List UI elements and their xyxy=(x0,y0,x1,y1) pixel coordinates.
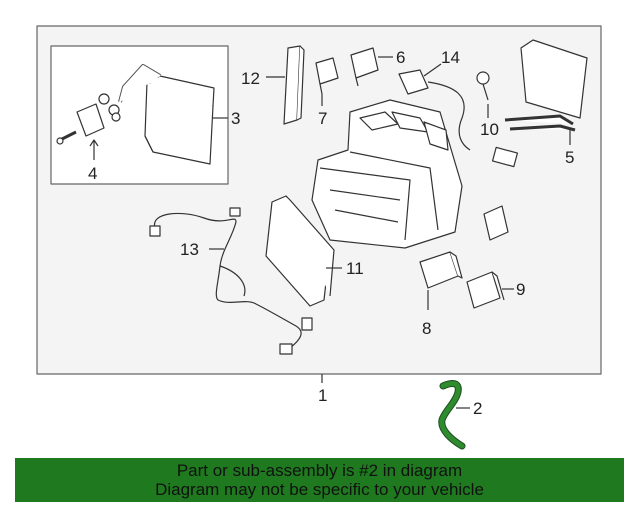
leader-14 xyxy=(423,63,442,77)
expansion-valve xyxy=(56,103,105,145)
callout-3: 3 xyxy=(231,109,240,128)
callout-6: 6 xyxy=(396,48,405,67)
callout-2: 2 xyxy=(473,399,482,418)
evaporator-core xyxy=(98,64,215,165)
actuator-7 xyxy=(315,57,339,95)
callout-13: 13 xyxy=(180,240,199,259)
callout-4: 4 xyxy=(88,164,97,183)
leader-4-arrow xyxy=(89,139,99,147)
banner-line-2: Diagram may not be specific to your vehi… xyxy=(155,480,484,499)
control-module-9 xyxy=(466,271,505,309)
wire-harness xyxy=(149,207,313,355)
actuator-6 xyxy=(350,47,379,87)
sensor-10 xyxy=(476,71,490,101)
sensor-14 xyxy=(398,69,471,151)
heater-core xyxy=(504,39,588,132)
bracket-unlabeled xyxy=(483,205,509,241)
callout-14: 14 xyxy=(441,48,460,67)
callout-12: 12 xyxy=(241,69,260,88)
callout-7: 7 xyxy=(318,109,327,128)
callout-8: 8 xyxy=(422,319,431,338)
cabin-filter xyxy=(265,195,335,307)
bracket-part xyxy=(283,45,305,125)
callout-1: 1 xyxy=(318,386,327,405)
callout-5: 5 xyxy=(565,148,574,167)
highlighted-drain-hose xyxy=(438,380,466,450)
callout-9: 9 xyxy=(516,280,525,299)
banner-line-1: Part or sub-assembly is #2 in diagram xyxy=(176,461,463,480)
control-module-8 xyxy=(419,251,463,289)
info-banner: Part or sub-assembly is #2 in diagram Di… xyxy=(15,458,624,502)
callout-10: 10 xyxy=(480,120,499,139)
hvac-case xyxy=(311,99,519,249)
callout-11: 11 xyxy=(346,259,364,278)
